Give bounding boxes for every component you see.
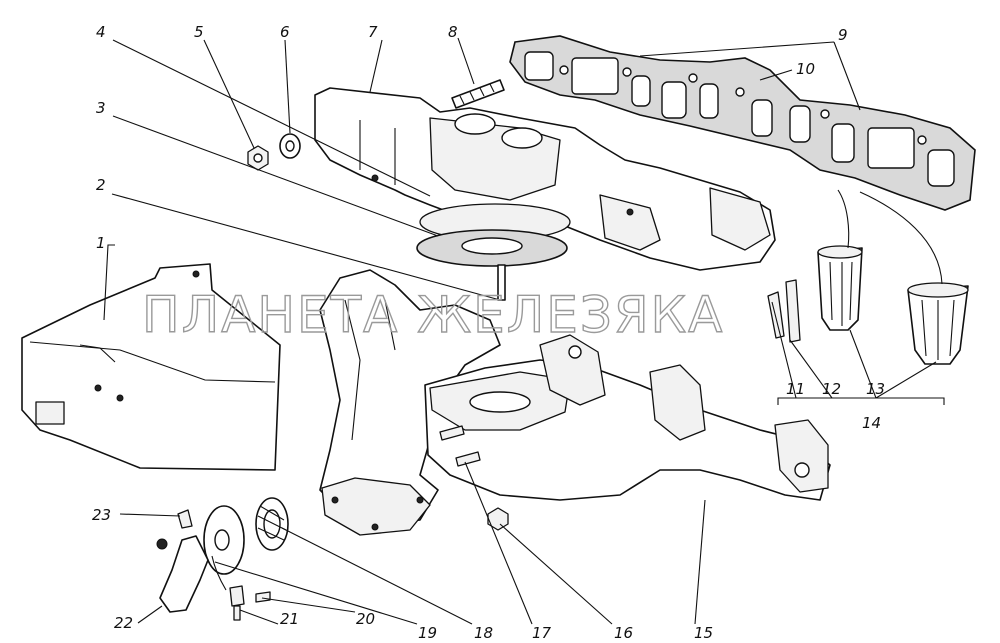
exhaust-manifold [319, 269, 831, 536]
callout-10: 10 [796, 60, 815, 78]
callout-23: 23 [92, 506, 111, 524]
callout-7: 7 [368, 23, 378, 41]
callout-19: 19 [418, 624, 437, 642]
callout-4: 4 [96, 23, 106, 41]
callout-14: 14 [862, 414, 881, 432]
exhaust-nut [487, 507, 509, 531]
heat-riser-components [767, 189, 969, 365]
callout-18: 18 [474, 624, 493, 642]
callout-5: 5 [194, 23, 204, 41]
stud [451, 79, 505, 109]
manifold-studs [439, 425, 481, 467]
callout-16: 16 [614, 624, 633, 642]
nut-and-washer [247, 133, 301, 171]
watermark-text: ПЛАНЕТА ЖЕЛЕЗЯКА [142, 286, 724, 344]
callout-1: 1 [96, 234, 106, 252]
manifold-gasket [509, 35, 976, 211]
leader-lines [103, 37, 945, 625]
callout-12: 12 [822, 380, 841, 398]
callout-20: 20 [356, 610, 375, 628]
callout-15: 15 [694, 624, 713, 642]
callout-13: 13 [866, 380, 885, 398]
callout-11: 11 [786, 380, 805, 398]
callout-labels: 1 2 3 4 5 6 7 8 9 10 11 12 13 14 15 16 1… [92, 23, 885, 642]
callout-21: 21 [280, 610, 299, 628]
heat-shield [21, 263, 281, 471]
callout-9: 9 [838, 26, 848, 44]
callout-3: 3 [96, 99, 106, 117]
intake-manifold [314, 87, 776, 271]
flange-gaskets [416, 203, 571, 301]
callout-6: 6 [280, 23, 290, 41]
callout-22: 22 [114, 614, 133, 632]
callout-17: 17 [532, 624, 552, 642]
callout-8: 8 [448, 23, 458, 41]
small-hardware [156, 497, 289, 621]
callout-2: 2 [96, 176, 106, 194]
